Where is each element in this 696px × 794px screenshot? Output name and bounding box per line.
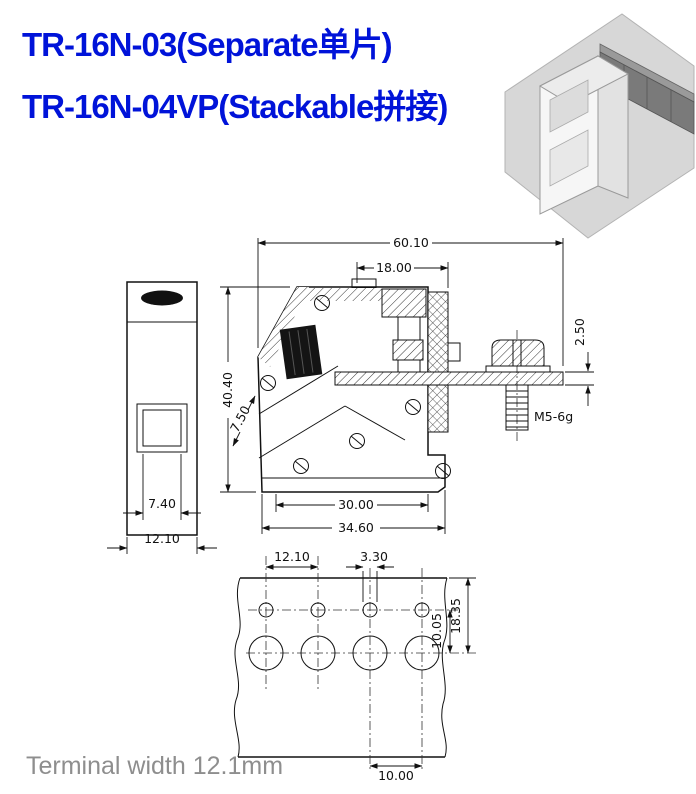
dim-label-12-10-pitch: 12.10 xyxy=(274,549,310,564)
hatch-slant-wall xyxy=(258,287,309,367)
dim-base-width: 34.60 xyxy=(261,490,446,535)
footprint-view: 12.10 3.30 18.35 10.05 10.00 xyxy=(233,549,476,783)
clamp-block xyxy=(279,324,323,380)
wire-entry-slot xyxy=(141,290,183,306)
product-render xyxy=(504,13,695,239)
side-view: M5-6g 60.10 18.00 40.40 xyxy=(220,235,594,535)
dim-total-width: 60.10 xyxy=(257,235,564,366)
panel-screw xyxy=(485,330,551,442)
assembly-screws xyxy=(260,295,451,479)
dim-label-m5-6g: M5-6g xyxy=(534,409,573,424)
dim-body-width: 30.00 xyxy=(275,494,429,512)
dim-label-12-10-front: 12.10 xyxy=(144,531,180,546)
contact-plate xyxy=(334,371,564,386)
dim-label-34-60: 34.60 xyxy=(338,520,374,535)
title-line-1: TR-16N-03(Separate单片) xyxy=(22,26,393,63)
front-outline xyxy=(126,281,198,536)
terminal-lower-detail xyxy=(549,129,589,187)
terminal-width-note: Terminal width 12.1mm xyxy=(26,752,284,780)
dim-hole-pitch: 12.10 xyxy=(265,549,319,570)
front-view: 7.40 12.10 xyxy=(107,281,217,554)
break-line-right xyxy=(441,577,448,758)
product-title: TR-16N-03(Separate单片) TR-16N-04VP(Stacka… xyxy=(22,14,448,138)
washer xyxy=(485,365,551,373)
dim-label-60-10: 60.10 xyxy=(393,235,429,250)
dim-height: 40.40 xyxy=(220,286,290,493)
dim-label-18-35: 18.35 xyxy=(448,598,463,634)
hatch-nut-block xyxy=(392,339,424,361)
hatch-top-wall xyxy=(297,288,382,301)
dim-label-3-30: 3.30 xyxy=(360,549,388,564)
terminal-recess xyxy=(549,79,589,133)
small-holes xyxy=(258,602,430,618)
dim-row-spacing: 10.05 xyxy=(429,609,453,654)
dim-label-7-40: 7.40 xyxy=(148,496,176,511)
screw-head xyxy=(491,339,545,367)
stack-strip-lower xyxy=(427,384,449,433)
dim-label-10-00: 10.00 xyxy=(378,768,414,783)
dim-label-18-00: 18.00 xyxy=(376,260,412,275)
dim-small-hole: 3.30 xyxy=(346,549,394,602)
large-holes xyxy=(248,635,440,671)
dim-top-section: 18.00 xyxy=(356,260,449,288)
dim-plate-thickness: 2.50 xyxy=(565,318,594,406)
dim-edge-to-center: 18.35 xyxy=(448,577,476,654)
dim-label-2-50: 2.50 xyxy=(572,318,587,346)
dim-label-10-05: 10.05 xyxy=(429,613,444,649)
break-line-left xyxy=(233,577,241,758)
stack-strip-upper xyxy=(427,291,449,373)
title-line-2: TR-16N-04VP(Stackable拼接) xyxy=(22,88,448,125)
clamp-window xyxy=(136,403,188,453)
threaded-stud xyxy=(505,384,529,431)
dim-bottom-pitch: 10.00 xyxy=(369,763,423,783)
hatch-top-right-block xyxy=(381,288,427,318)
dim-window-width: 7.40 xyxy=(123,454,201,520)
dim-front-overall-width: 12.10 xyxy=(107,531,217,554)
dim-label-30-00: 30.00 xyxy=(338,497,374,512)
dim-label-40-40: 40.40 xyxy=(220,372,235,408)
